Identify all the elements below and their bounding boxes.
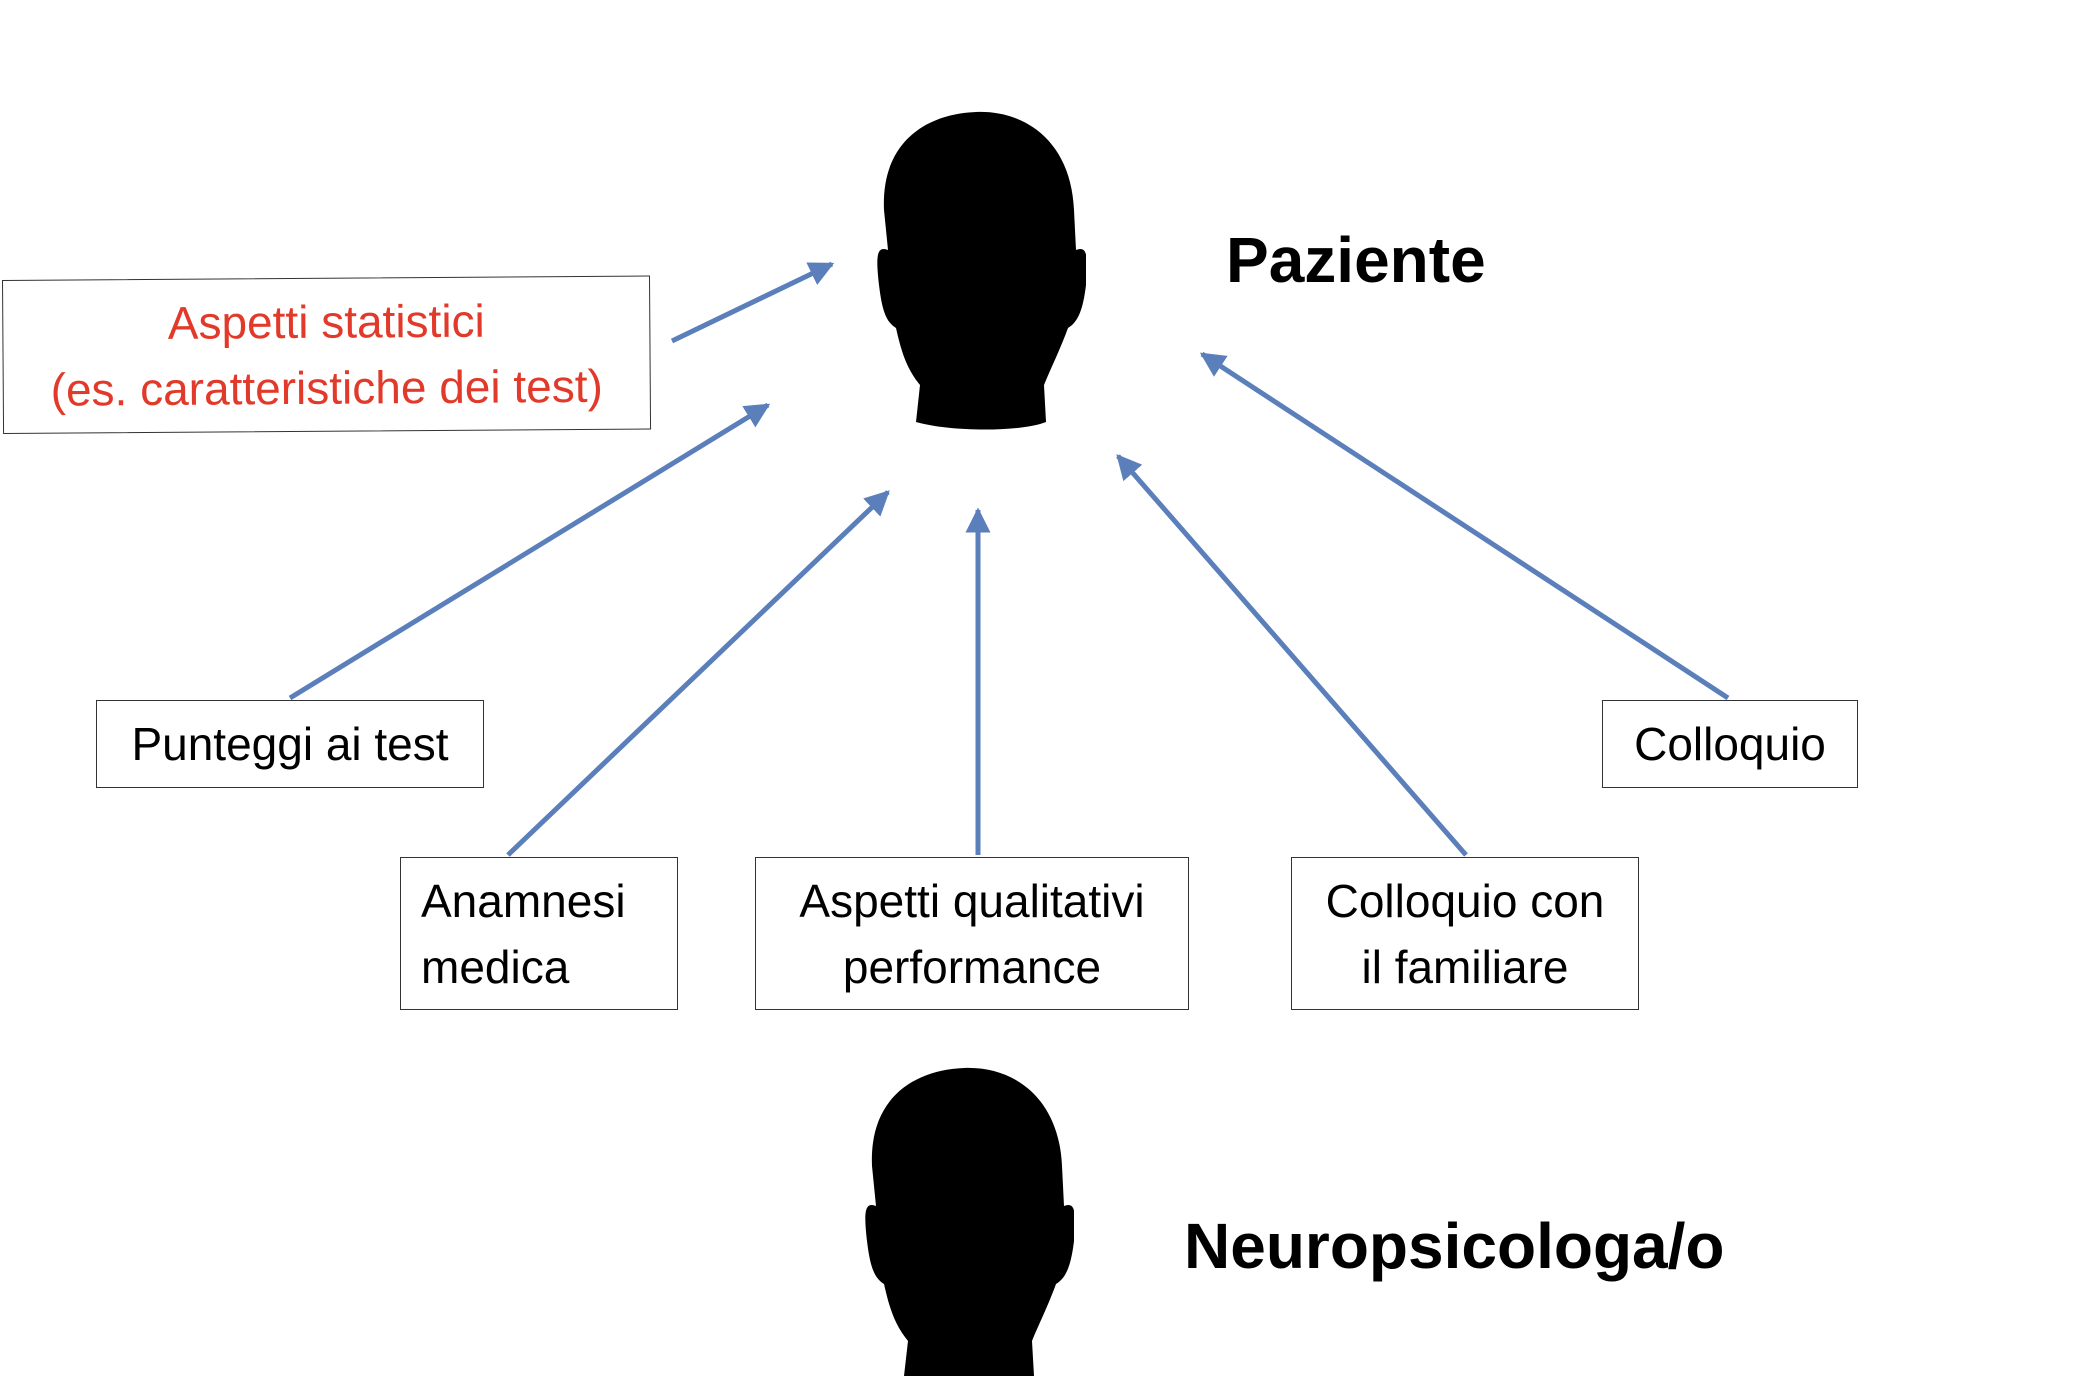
box-family-interview-line1: Colloquio con bbox=[1325, 875, 1605, 927]
arrow-statistics bbox=[670, 261, 835, 344]
patient-label: Paziente bbox=[1226, 224, 1486, 296]
box-family-interview-line2: il familiare bbox=[1361, 941, 1569, 993]
box-family-interview: Colloquio con il familiare bbox=[1291, 857, 1639, 1010]
box-test-scores: Punteggi ai test bbox=[96, 700, 484, 788]
box-interview-line1: Colloquio bbox=[1634, 718, 1826, 770]
box-statistics: Aspetti statistici (es. caratteristiche … bbox=[2, 275, 652, 434]
arrow-family-interview bbox=[1116, 454, 1468, 857]
neuropsychologist-head-icon bbox=[865, 1067, 1074, 1376]
neuropsychologist-label: Neuropsicologa/o bbox=[1184, 1210, 1725, 1282]
box-medical-history-line2: medica bbox=[421, 941, 570, 993]
arrow-interview bbox=[1199, 351, 1730, 701]
box-qualitative-line2: performance bbox=[842, 941, 1102, 993]
box-medical-history-line1: Anamnesi bbox=[421, 875, 626, 927]
box-interview: Colloquio bbox=[1602, 700, 1858, 788]
box-test-scores-line1: Punteggi ai test bbox=[131, 718, 449, 770]
arrow-test-scores bbox=[288, 402, 771, 701]
box-qualitative-line1: Aspetti qualitativi bbox=[799, 875, 1145, 927]
box-statistics-line1: Aspetti statistici bbox=[167, 294, 485, 349]
patient-head-icon bbox=[877, 111, 1086, 430]
arrow-medical-history bbox=[506, 490, 890, 857]
box-qualitative: Aspetti qualitativi performance bbox=[755, 857, 1189, 1010]
box-medical-history: Anamnesi medica bbox=[400, 857, 678, 1010]
box-statistics-line2: (es. caratteristiche dei test) bbox=[50, 359, 604, 416]
